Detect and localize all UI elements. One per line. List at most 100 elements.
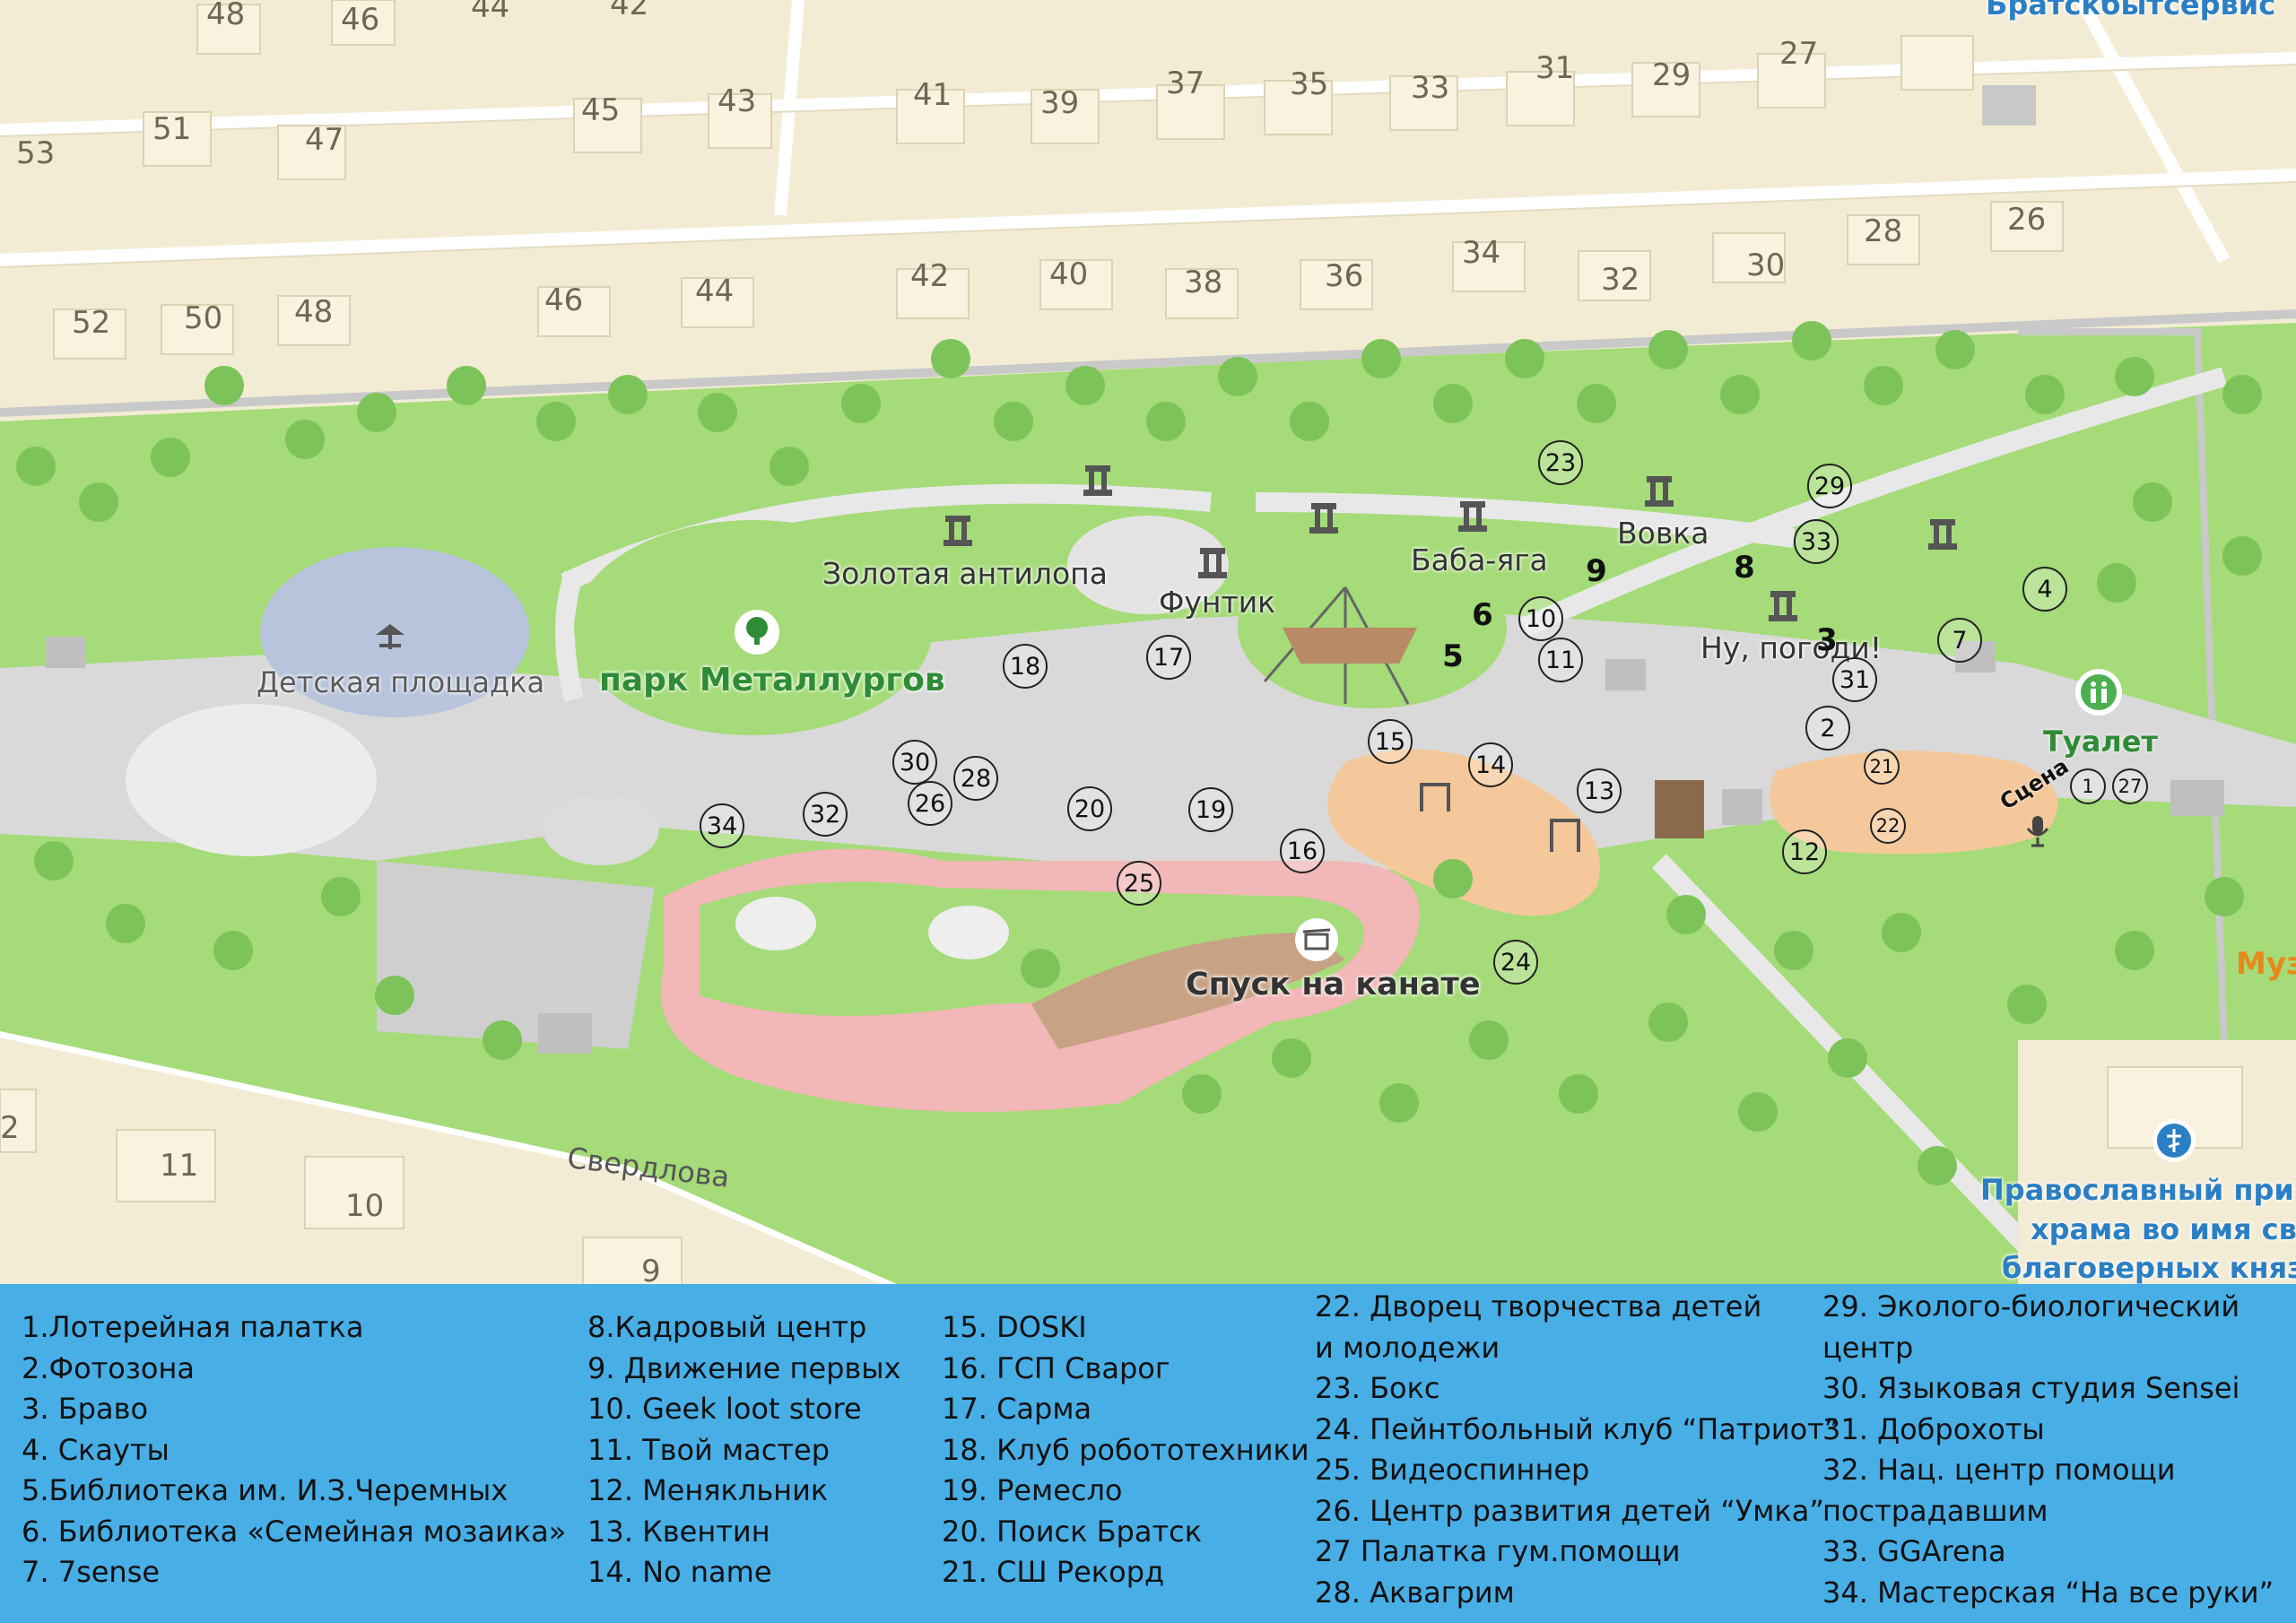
legend-item: 24. Пейнтбольный клуб “Патриот” [1315, 1411, 1839, 1446]
marker-30[interactable]: 30 [892, 740, 937, 785]
label-park[interactable]: парк Металлургов [599, 662, 945, 699]
marker-11[interactable]: 11 [1538, 638, 1583, 682]
legend-item: 30. Языковая студия Sensei [1822, 1371, 2240, 1405]
legend-column-3: 15. DOSKI 16. ГСП Сварог 17. Сарма 18. К… [942, 1307, 1309, 1593]
house-number: 10 [345, 1188, 385, 1224]
marker-19[interactable]: 19 [1188, 787, 1233, 832]
legend-column-2: 8.Кадровый центр 9. Движение первых 10. … [587, 1307, 900, 1593]
house-number: 53 [16, 135, 56, 171]
marker-23[interactable]: 23 [1538, 440, 1583, 485]
legend-item: 7. 7sense [22, 1555, 161, 1589]
church-icon [2152, 1119, 2196, 1162]
label-toilet[interactable]: Туалет [2043, 725, 2158, 759]
label-antelope[interactable]: Золотая антилопа [822, 556, 1108, 591]
house-number: 41 [913, 77, 952, 113]
marker-6[interactable]: 6 [1472, 597, 1493, 633]
label-service: Братскбытсервис [1986, 0, 2276, 22]
marker-28[interactable]: 28 [953, 756, 998, 801]
monument-icon [1309, 503, 1338, 534]
marker-1[interactable]: 1 [2070, 768, 2106, 804]
marker-9[interactable]: 9 [1586, 553, 1607, 589]
marker-10[interactable]: 10 [1518, 596, 1563, 641]
legend-item: 1.Лотерейная палатка [22, 1310, 364, 1344]
marker-34[interactable]: 34 [700, 803, 744, 848]
marker-16[interactable]: 16 [1280, 829, 1325, 873]
cablecar-icon [1295, 918, 1338, 961]
marker-8[interactable]: 8 [1734, 550, 1755, 586]
label-museum: Муз [2236, 946, 2296, 982]
monument-icon [944, 516, 972, 546]
label-zipline[interactable]: Спуск на канате [1186, 967, 1481, 1002]
label-church-line2[interactable]: храма во имя свят [2031, 1212, 2296, 1246]
house-number: 42 [610, 0, 649, 22]
toilet-icon [2075, 669, 2122, 716]
house-number: 27 [1779, 36, 1819, 72]
legend-item: пострадавшим [1822, 1493, 2048, 1528]
marker-7[interactable]: 7 [1937, 618, 1982, 663]
marker-32[interactable]: 32 [803, 792, 848, 837]
legend-item: 27 Палатка гум.помощи [1315, 1534, 1681, 1568]
house-number: 29 [1652, 57, 1692, 93]
marker-27[interactable]: 27 [2112, 768, 2148, 804]
house-number: 26 [2007, 202, 2047, 238]
house-number: 44 [471, 0, 510, 25]
legend-column-5: 29. Эколого-биологический центр 30. Язык… [1822, 1287, 2274, 1613]
house-number: 38 [1184, 265, 1223, 300]
house-number: 36 [1325, 258, 1364, 294]
marker-33[interactable]: 33 [1794, 519, 1839, 564]
marker-25[interactable]: 25 [1117, 861, 1161, 906]
legend-item: 3. Браво [22, 1392, 149, 1426]
label-church-line1[interactable]: Православный при [1980, 1173, 2294, 1207]
park-map[interactable]: 48 46 44 42 51 53 47 45 43 41 39 37 35 3… [0, 0, 2296, 1284]
marker-14[interactable]: 14 [1468, 742, 1513, 787]
legend-item: центр [1822, 1330, 1914, 1365]
marker-3[interactable]: 3 [1816, 622, 1838, 658]
marker-31[interactable]: 31 [1832, 657, 1877, 702]
house-number: 30 [1746, 247, 1786, 283]
legend-item: 2.Фотозона [22, 1350, 195, 1385]
legend-item: 31. Доброхоты [1822, 1411, 2045, 1446]
marker-26[interactable]: 26 [908, 781, 952, 826]
legend-item: 28. Аквагрим [1315, 1575, 1515, 1610]
house-number: 34 [1462, 235, 1501, 271]
marker-24[interactable]: 24 [1493, 940, 1538, 985]
marker-22[interactable]: 22 [1870, 808, 1906, 844]
legend-item: 16. ГСП Сварог [942, 1350, 1170, 1385]
house-number: 51 [152, 111, 192, 147]
legend-item: 5.Библиотека им. И.З.Черемных [22, 1473, 509, 1507]
marker-5[interactable]: 5 [1442, 638, 1464, 674]
map-base [0, 0, 2296, 1284]
marker-13[interactable]: 13 [1577, 768, 1622, 813]
marker-29[interactable]: 29 [1807, 464, 1852, 508]
monument-icon [1458, 501, 1487, 532]
legend-item: 20. Поиск Братск [942, 1514, 1203, 1549]
label-vovka[interactable]: Вовка [1617, 516, 1709, 551]
house-number: 37 [1166, 65, 1205, 101]
microphone-icon [2026, 816, 2049, 847]
marker-18[interactable]: 18 [1003, 644, 1048, 689]
house-number: 43 [718, 83, 757, 119]
marker-12[interactable]: 12 [1782, 829, 1827, 874]
legend-column-4: 22. Дворец творчества детей и молодежи 2… [1315, 1287, 1839, 1613]
label-playground[interactable]: Детская площадка [257, 665, 545, 699]
legend-item: 4. Скауты [22, 1432, 170, 1467]
label-funtik[interactable]: Фунтик [1159, 585, 1276, 620]
marker-4[interactable]: 4 [2022, 567, 2067, 612]
legend-item: 22. Дворец творчества детей [1315, 1289, 1762, 1324]
legend-item: 6. Библиотека «Семейная мозаика» [22, 1514, 567, 1549]
house-number: 48 [294, 294, 334, 330]
legend-item: 18. Клуб робототехники [942, 1432, 1309, 1467]
marker-21[interactable]: 21 [1864, 749, 1900, 785]
house-number: 46 [341, 2, 380, 38]
house-number: 31 [1535, 50, 1575, 86]
marker-15[interactable]: 15 [1368, 719, 1413, 764]
house-number: 46 [544, 282, 584, 318]
marker-2[interactable]: 2 [1805, 706, 1850, 751]
marker-20[interactable]: 20 [1067, 786, 1112, 831]
label-church-line3[interactable]: благоверных княз [2002, 1251, 2296, 1284]
legend-item: 13. Квентин [587, 1514, 770, 1549]
map-legend: 1.Лотерейная палатка 2.Фотозона 3. Браво… [0, 1284, 2296, 1623]
label-babayaga[interactable]: Баба-яга [1411, 542, 1548, 577]
marker-17[interactable]: 17 [1146, 635, 1191, 680]
house-number: 45 [581, 92, 621, 128]
